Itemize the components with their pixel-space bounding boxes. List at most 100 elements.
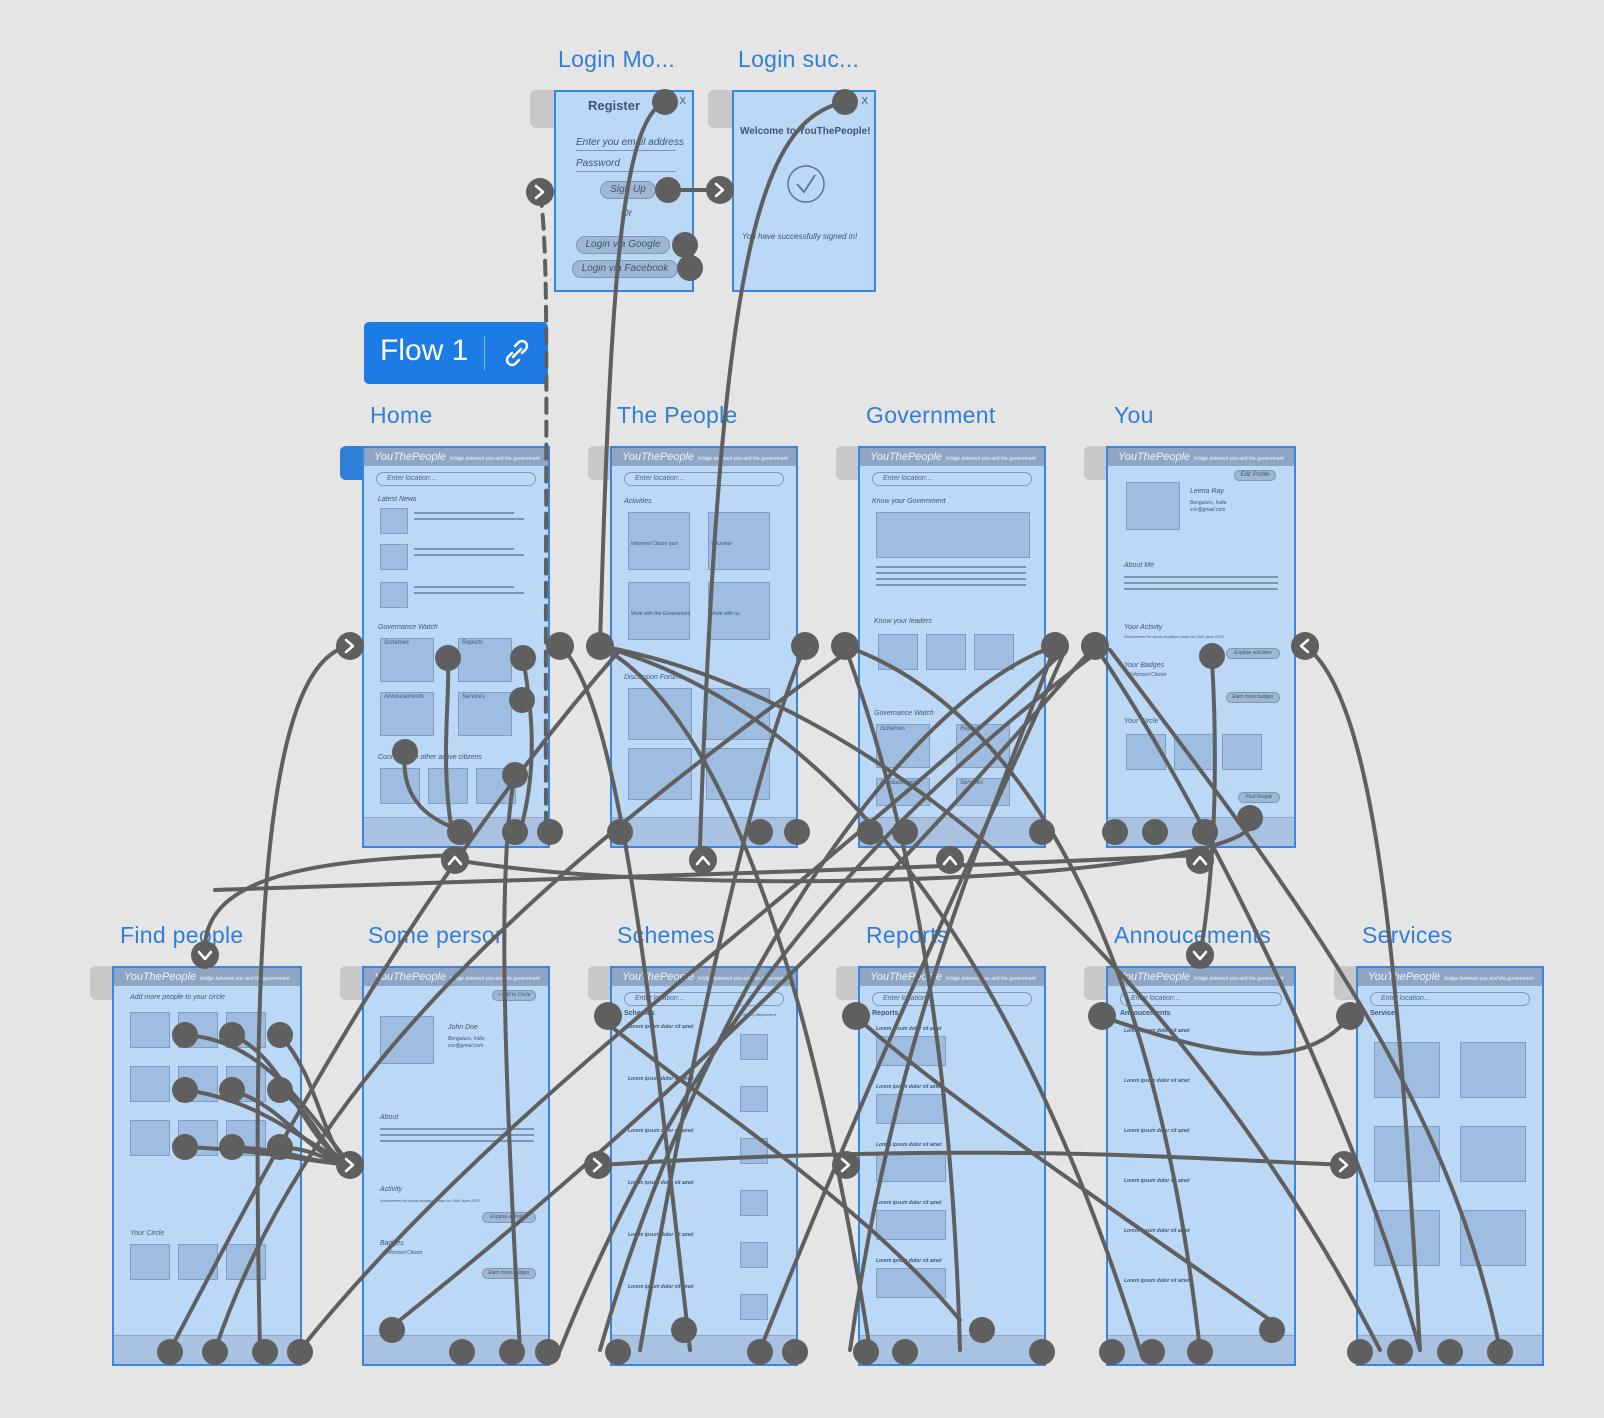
add-to-circle-button[interactable]: + Add to Circle [492,990,536,1001]
list-item[interactable]: Lorem ipsum dolor sit amet [1124,1228,1190,1234]
avatar[interactable] [1222,734,1262,770]
service-card[interactable] [1374,1210,1440,1266]
close-icon[interactable]: X [861,96,868,107]
link-icon[interactable] [498,334,536,372]
avatar[interactable] [1126,734,1166,770]
frame-title-login-success[interactable]: Login suc... [738,46,860,72]
service-card[interactable] [1460,1126,1526,1182]
avatar[interactable] [130,1120,170,1156]
avatar[interactable] [226,1244,266,1280]
list-item[interactable]: Lorem ipsum dolor sit amet [1124,1128,1190,1134]
flow-badge[interactable]: Flow 1 [364,322,548,384]
bottom-nav[interactable] [612,817,796,846]
service-card[interactable] [1460,1042,1526,1098]
list-item[interactable]: Lorem ipsum dolor sit amet [1124,1278,1190,1284]
service-card[interactable] [1374,1042,1440,1098]
frame-title-some-person[interactable]: Some person [368,922,509,948]
service-card[interactable] [1374,1126,1440,1182]
avatar[interactable] [178,1012,218,1048]
edit-profile-button[interactable]: Edit Profile [1234,470,1276,481]
frame-title-schemes[interactable]: Schemes [617,922,715,948]
search-input[interactable]: Enter location... [872,992,1032,1006]
services-card[interactable]: Services [458,692,512,736]
login-success-frame[interactable]: X Welcome to YouThePeople! You have succ… [732,90,876,292]
search-input[interactable]: Enter location... [376,472,536,486]
activity-card[interactable]: Volunteer [708,512,770,570]
search-input[interactable]: Enter location... [1370,992,1530,1006]
explore-activities-button[interactable]: Explore activities [482,1212,536,1223]
avatar[interactable] [428,768,468,804]
bottom-nav[interactable] [1358,1335,1542,1364]
bottom-nav[interactable] [860,817,1044,846]
avatar[interactable] [130,1244,170,1280]
bottom-nav[interactable] [1108,1335,1294,1364]
frame-title-you[interactable]: You [1114,402,1154,428]
bottom-nav[interactable] [612,1335,796,1364]
earn-badges-button[interactable]: Earn more badges [482,1268,536,1279]
bottom-nav[interactable] [364,1335,548,1364]
search-input[interactable]: Enter location... [1120,992,1282,1006]
activity-card[interactable]: Work with us [708,582,770,640]
frame-title-find-people[interactable]: Find people [120,922,244,948]
forum-card[interactable] [628,748,692,800]
avatar[interactable] [226,1120,266,1156]
frame-title-reports[interactable]: Reports [866,922,949,948]
list-item[interactable]: Lorem ipsum dolor sit amet [876,1026,942,1032]
schemes-card[interactable]: Schemes [380,638,434,682]
forum-card[interactable] [706,688,770,740]
schemes-card[interactable]: Schemes [876,724,930,768]
flow-name[interactable]: Flow 1 [380,334,469,367]
avatar[interactable] [178,1120,218,1156]
earn-badges-button[interactable]: Earn more badges [1226,692,1280,703]
bottom-nav[interactable] [114,1335,300,1364]
list-item[interactable]: Lorem ipsum dolor sit amet [876,1142,942,1148]
list-item[interactable]: Lorem ipsum dolor sit amet [876,1258,942,1264]
frame-title-home[interactable]: Home [370,402,433,428]
reports-card[interactable]: Reports [956,724,1010,768]
avatar[interactable] [178,1066,218,1102]
list-item[interactable]: Lorem ipsum dolor sit amet [628,1128,694,1134]
frame-title-services[interactable]: Services [1362,922,1453,948]
list-item[interactable]: Lorem ipsum dolor sit amet [628,1232,694,1238]
list-item[interactable]: Lorem ipsum dolor sit amet [1124,1078,1190,1084]
frame-title-login-modal[interactable]: Login Mo... [558,46,676,72]
list-item[interactable]: Lorem ipsum dolor sit amet [628,1024,694,1030]
search-input[interactable]: Enter location... [624,472,784,486]
login-google-button[interactable]: Login via Google [576,236,670,254]
frame-title-government[interactable]: Government [866,402,996,428]
login-modal-frame[interactable]: Register X Enter you email address Passw… [554,90,694,292]
activity-card[interactable]: Informed Citizen quiz [628,512,690,570]
email-field[interactable]: Enter you email address [576,137,684,148]
list-item[interactable]: Lorem ipsum dolor sit amet [1124,1028,1190,1034]
search-input[interactable]: Enter location... [624,992,784,1006]
frame-title-the-people[interactable]: The People [617,402,738,428]
avatar[interactable] [130,1066,170,1102]
bottom-nav[interactable] [860,1335,1044,1364]
forum-card[interactable] [706,748,770,800]
list-item[interactable]: Lorem ipsum dolor sit amet [876,1084,942,1090]
avatar[interactable] [1174,734,1214,770]
list-item[interactable]: Lorem ipsum dolor sit amet [628,1284,694,1290]
login-facebook-button[interactable]: Login via Facebook [572,260,678,278]
services-card[interactable]: Services [956,778,1010,806]
reports-card[interactable]: Reports [458,638,512,682]
bottom-nav[interactable] [364,817,548,846]
avatar[interactable] [226,1066,266,1102]
list-item[interactable]: Lorem ipsum dolor sit amet [876,1200,942,1206]
list-item[interactable]: Lorem ipsum dolor sit amet [628,1180,694,1186]
leader-avatar[interactable] [926,634,966,670]
leader-avatar[interactable] [878,634,918,670]
announcements-card[interactable]: Annoucements [380,692,434,736]
service-card[interactable] [1460,1210,1526,1266]
sign-up-button[interactable]: Sign Up [600,181,656,199]
bottom-nav[interactable] [1108,817,1294,846]
avatar[interactable] [380,768,420,804]
